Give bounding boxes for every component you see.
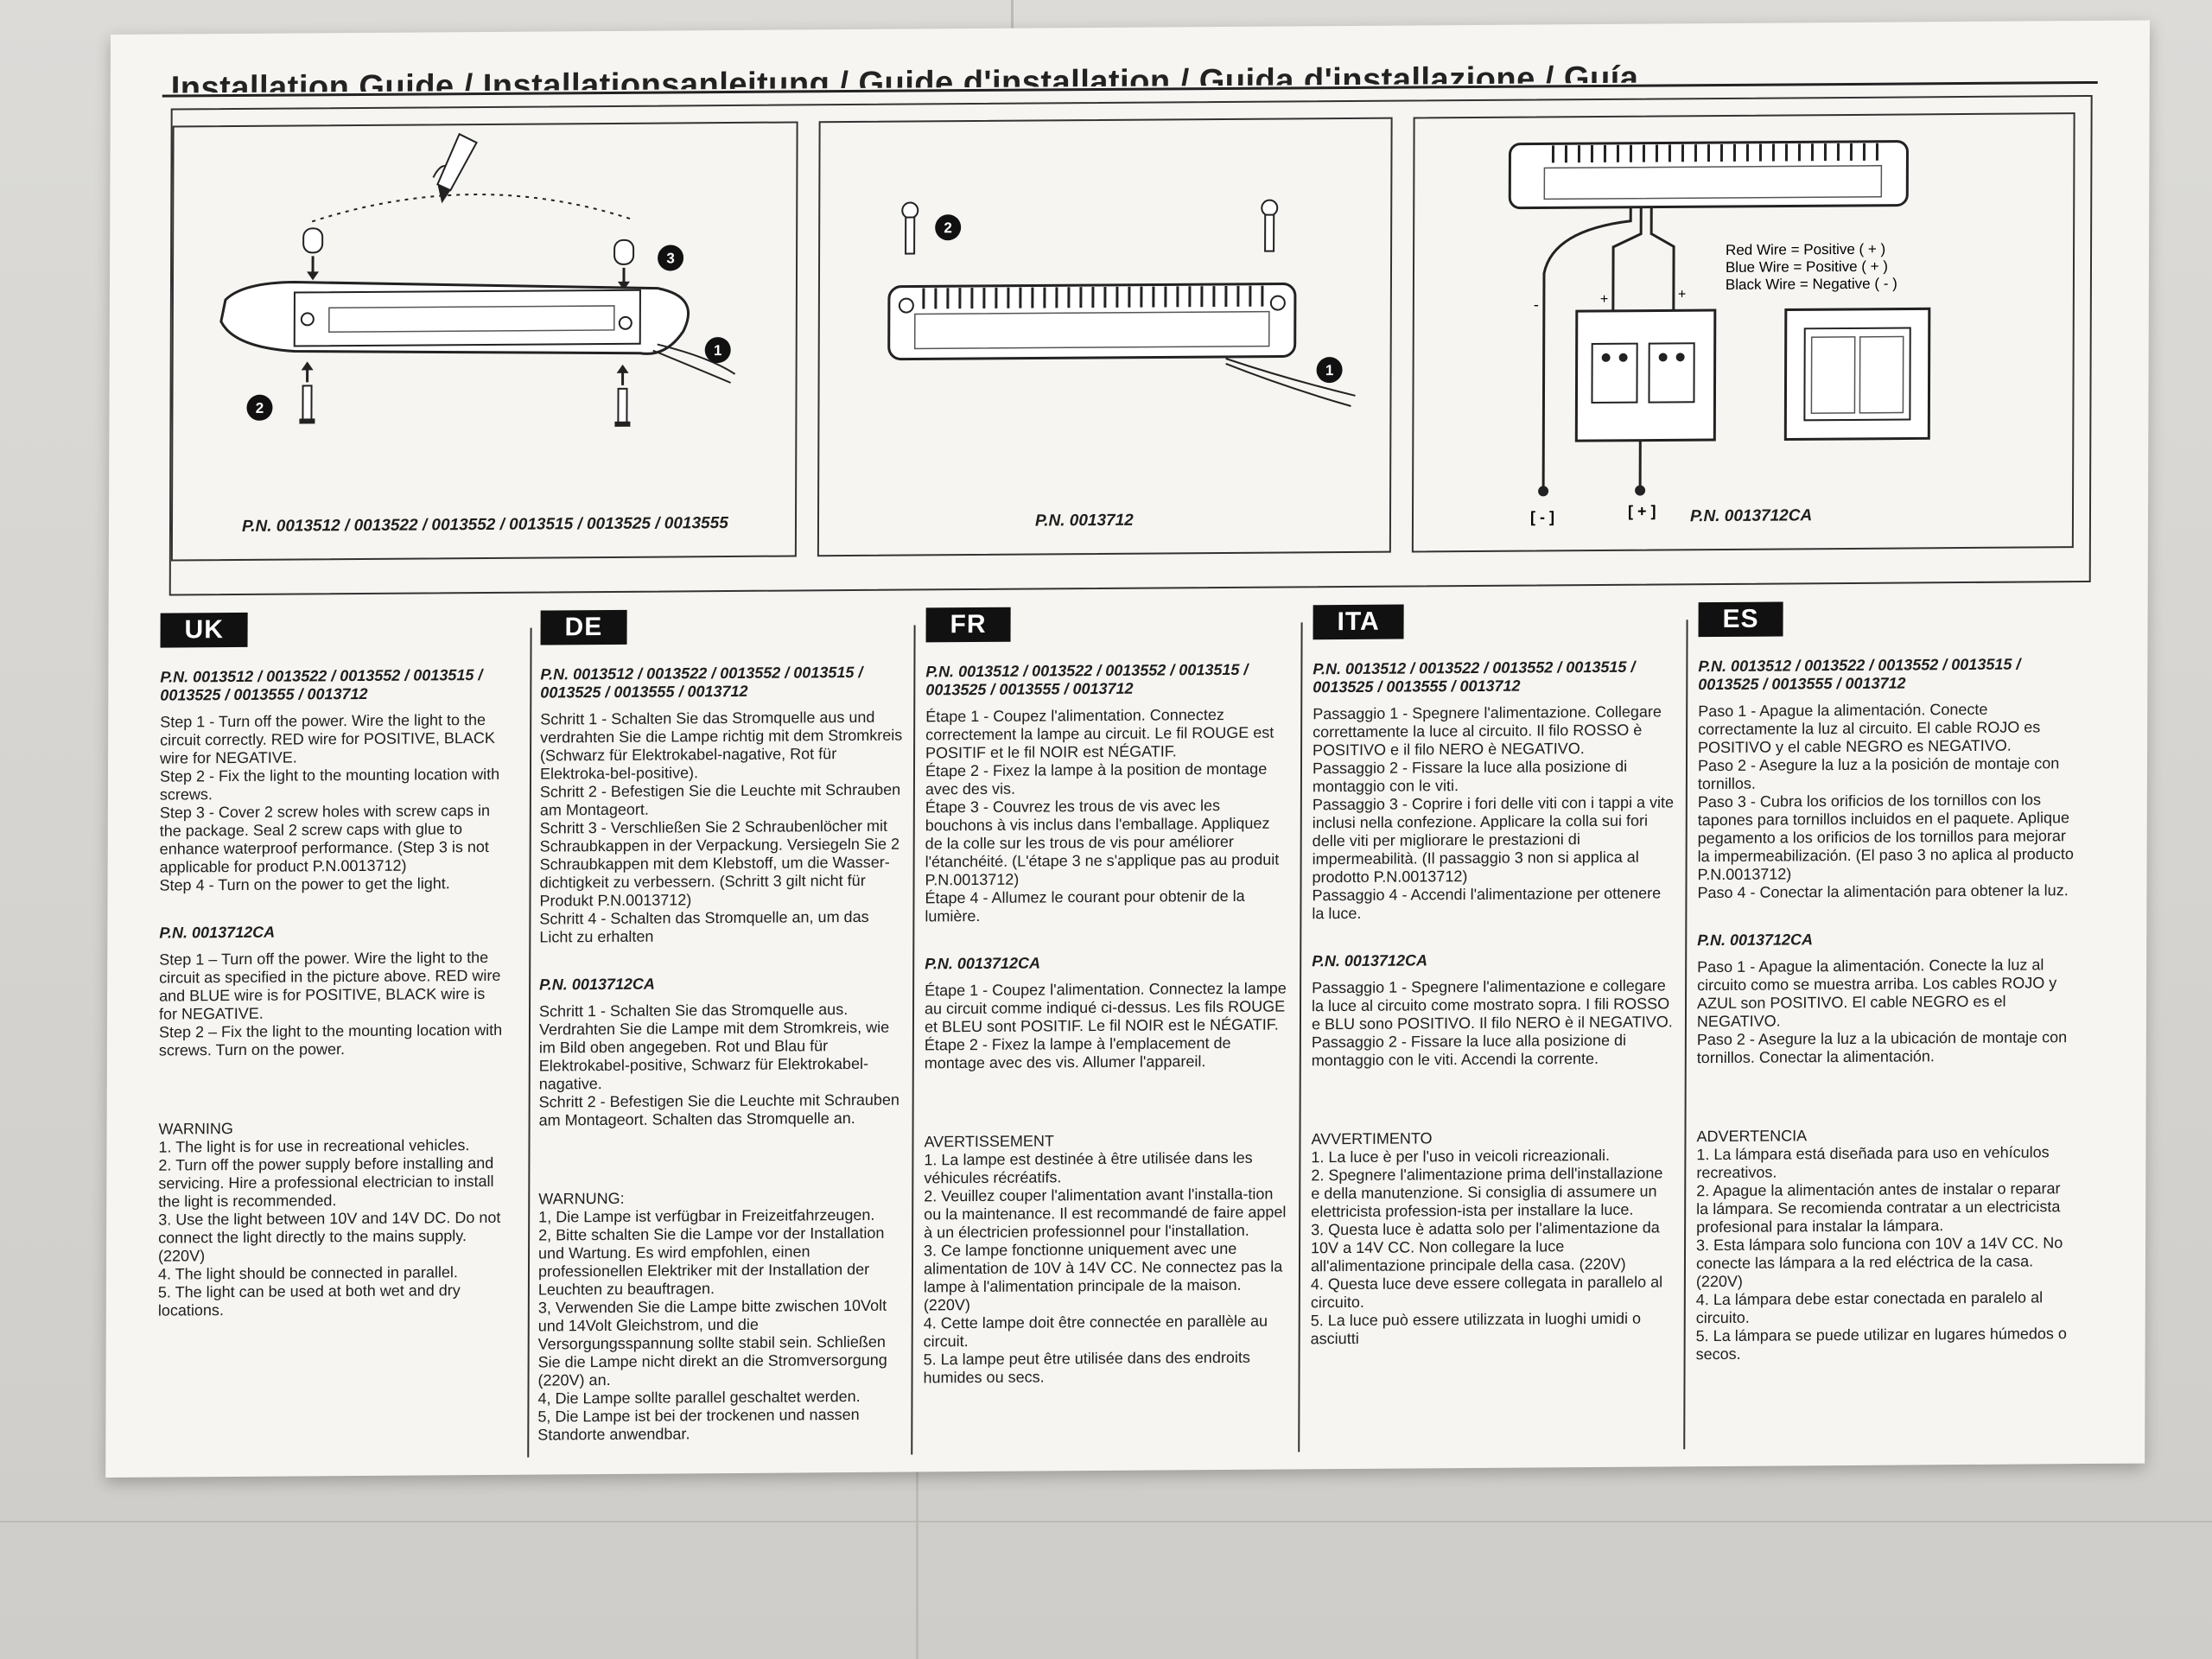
panel-2-part-number: P.N. 0013712 <box>1034 511 1134 531</box>
red-wire-legend: Red Wire = Positive ( + ) <box>1726 241 1885 258</box>
column-fr: FR P.N. 0013512 / 0013522 / 0013552 / 00… <box>924 605 1289 1387</box>
svg-text:1: 1 <box>714 342 722 359</box>
column-divider <box>527 627 532 1458</box>
part-numbers: P.N. 0013512 / 0013522 / 0013552 / 00135… <box>1313 658 1636 696</box>
light-install-diagram: 1 2 3 <box>219 132 736 427</box>
positive-terminal-label: [ + ] <box>1628 503 1656 520</box>
callout-1: 1 <box>1316 357 1343 384</box>
warning-title: WARNUNG: <box>538 1189 625 1208</box>
install-steps: Step 1 - Turn off the power. Wire the li… <box>159 710 500 894</box>
diagram-panel-2: 2 <box>817 117 1393 557</box>
screw-cap-icon <box>302 227 324 281</box>
warning-text: 1. The light is for use in recreational … <box>157 1136 501 1319</box>
column-divider <box>911 625 916 1455</box>
svg-text:1: 1 <box>1325 362 1334 378</box>
part-numbers: P.N. 0013512 / 0013522 / 0013552 / 00135… <box>925 660 1249 699</box>
callout-2: 2 <box>935 214 962 241</box>
screw-cap-icon <box>613 238 635 290</box>
led-light-bar-icon <box>1508 140 1909 210</box>
column-divider <box>1298 622 1303 1452</box>
column-de: DE P.N. 0013512 / 0013522 / 0013552 / 00… <box>537 608 903 1445</box>
page-title: Installation Guide / Installationsanleit… <box>170 59 1640 93</box>
language-badge: UK <box>160 612 249 648</box>
diagram-panel-1: 1 2 3 P.N. 0013512 / 0013522 / 0013552 /… <box>170 121 798 562</box>
language-badge: ES <box>1698 601 1783 638</box>
wall-switch-icon <box>1783 307 1931 441</box>
part-number-ca: P.N. 0013712CA <box>1312 951 1428 970</box>
column-uk: UK P.N. 0013512 / 0013522 / 0013552 / 00… <box>158 611 506 1320</box>
warning-text: 1. La lampe est destinée à être utilisée… <box>923 1148 1287 1387</box>
install-steps-ca: Schritt 1 - Schalten Sie das Stromquelle… <box>538 1001 899 1129</box>
warning-text: 1, Die Lampe ist verfügbar in Freizeitfa… <box>537 1205 887 1444</box>
column-ita: ITA P.N. 0013512 / 0013522 / 0013552 / 0… <box>1311 602 1676 1348</box>
negative-terminal-label: [ - ] <box>1530 508 1554 525</box>
wiring-diagram: - + + [ - ] [ + <box>1508 140 1931 526</box>
warning-text: 1. La luce è per l'uso in veicoli ricrea… <box>1310 1146 1663 1348</box>
part-numbers: P.N. 0013512 / 0013522 / 0013552 / 00135… <box>160 665 483 704</box>
black-wire-legend: Black Wire = Negative ( - ) <box>1726 276 1897 293</box>
install-steps: Passaggio 1 - Spegnere l'alimentazione. … <box>1312 702 1675 923</box>
glue-tube-icon <box>436 132 478 204</box>
screw-icon <box>299 361 315 424</box>
screw-icon <box>614 364 631 427</box>
part-number-ca: P.N. 0013712CA <box>159 923 276 942</box>
led-light-bar-icon <box>219 281 690 355</box>
install-steps-ca: Passaggio 1 - Spegnere l'alimentazione e… <box>1311 976 1673 1070</box>
column-es: ES P.N. 0013512 / 0013522 / 0013552 / 00… <box>1696 600 2079 1363</box>
diagram-strip: 1 2 3 P.N. 0013512 / 0013522 / 0013552 /… <box>168 94 2093 596</box>
warning-title: AVVERTIMENTO <box>1311 1129 1433 1148</box>
warning-text: 1. La lámpara está diseñada para uso en … <box>1695 1143 2067 1363</box>
screw-icon <box>1261 199 1279 252</box>
diagram-panel-3: - + + [ - ] [ + <box>1411 112 2075 553</box>
language-badge: ITA <box>1313 604 1404 640</box>
part-number-ca: P.N. 0013712CA <box>1697 931 1814 950</box>
screw-icon <box>901 201 919 255</box>
column-divider <box>1683 620 1688 1450</box>
warning-title: AVERTISSEMENT <box>924 1132 1054 1151</box>
blue-wire-legend: Blue Wire = Positive ( + ) <box>1726 258 1888 276</box>
install-steps: Schritt 1 - Schalten Sie das Stromquelle… <box>539 708 903 946</box>
instruction-sheet: Installation Guide / Installationsanleit… <box>105 20 2150 1478</box>
svg-text:2: 2 <box>944 219 952 236</box>
terminal-block-icon <box>1574 308 1717 442</box>
plus-label: + <box>1600 292 1608 307</box>
install-steps-ca: Step 1 – Turn off the power. Wire the li… <box>158 948 503 1059</box>
led-light-bar-icon <box>887 283 1297 361</box>
language-badge: FR <box>925 607 1011 643</box>
svg-text:3: 3 <box>666 250 675 266</box>
table-seam <box>916 1469 918 1659</box>
minus-label: - <box>1534 296 1539 313</box>
language-badge: DE <box>540 609 627 645</box>
table-seam <box>0 1521 2212 1522</box>
part-numbers: P.N. 0013512 / 0013522 / 0013552 / 00135… <box>1698 655 2021 694</box>
part-number-ca: P.N. 0013712CA <box>539 975 655 994</box>
panel-3-part-number: P.N. 0013712CA <box>1689 506 1813 526</box>
install-steps: Paso 1 - Apague la alimentación. Conecte… <box>1697 700 2074 902</box>
part-numbers: P.N. 0013512 / 0013522 / 0013552 / 00135… <box>540 663 863 702</box>
install-steps: Étape 1 - Coupez l'alimentation. Connect… <box>925 706 1280 925</box>
plus-label: + <box>1678 287 1686 302</box>
install-steps-ca: Étape 1 - Coupez l'alimentation. Connect… <box>924 979 1287 1072</box>
callout-1: 1 <box>704 337 731 364</box>
part-number-ca: P.N. 0013712CA <box>925 954 1041 973</box>
panel-1-part-number: P.N. 0013512 / 0013522 / 0013552 / 00135… <box>241 514 728 536</box>
callout-2: 2 <box>246 394 273 421</box>
svg-text:2: 2 <box>256 400 264 416</box>
install-steps-ca: Paso 1 - Apague la alimentación. Conecte… <box>1696 956 2068 1067</box>
light-mount-diagram: 2 <box>887 199 1356 407</box>
table-seam <box>1011 0 1014 35</box>
callout-3: 3 <box>658 245 684 271</box>
warning-title: WARNING <box>158 1120 233 1138</box>
